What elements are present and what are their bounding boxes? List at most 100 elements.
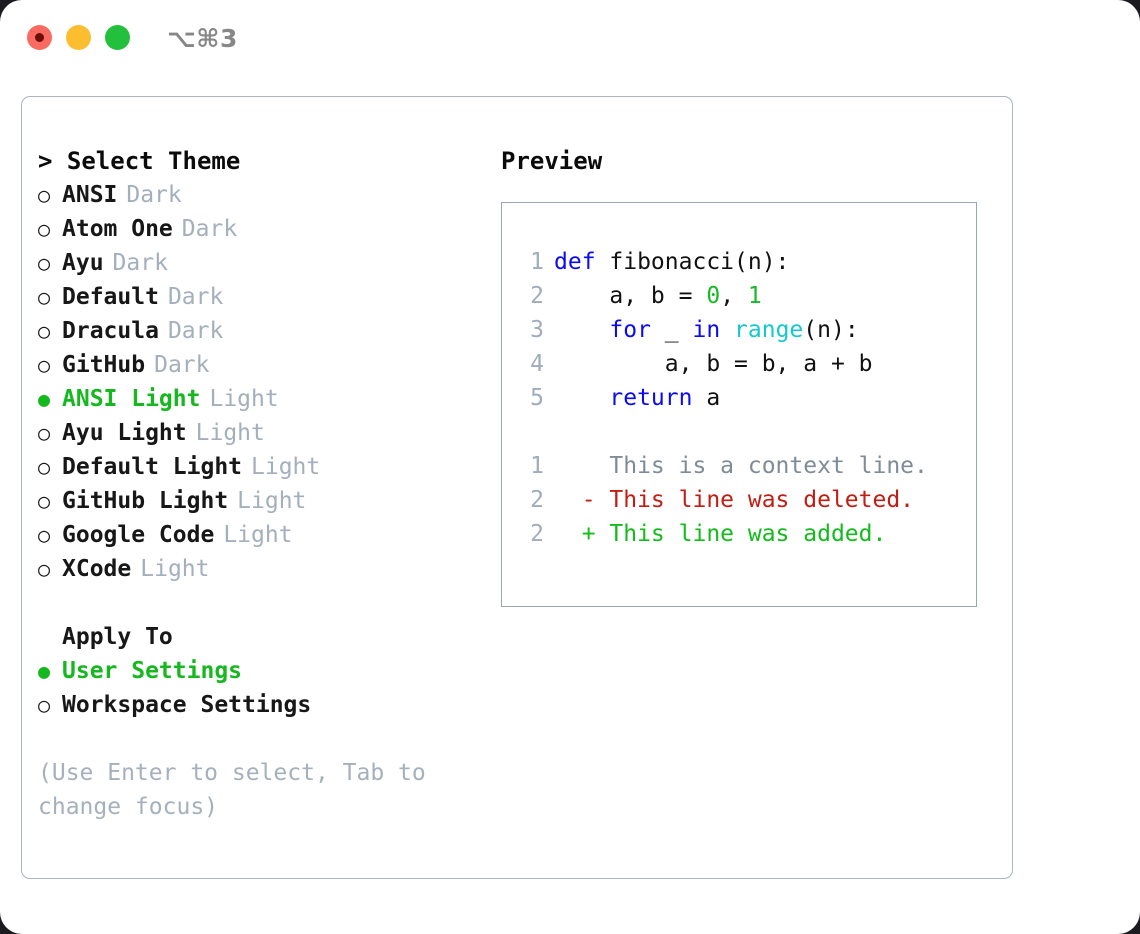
code-token: range <box>734 317 804 343</box>
theme-option-label: GitHub Light <box>62 488 229 514</box>
code-line: 5 return a <box>514 381 976 415</box>
line-number: 2 <box>530 283 544 309</box>
theme-option-label: Ayu Light <box>62 420 187 446</box>
theme-option-label: ANSI <box>62 182 118 208</box>
code-token <box>554 385 609 411</box>
theme-variant-tag: Dark <box>181 216 238 242</box>
radio-selected-icon: ● <box>38 387 51 411</box>
line-number: 2 <box>530 521 544 547</box>
diff-line: 2 + This line was added. <box>514 517 976 551</box>
theme-variant-tag: Light <box>223 522 293 548</box>
apply-to-option-label: User Settings <box>62 658 243 684</box>
apply-to-option-list[interactable]: ● User Settings ○ Workspace Settings <box>38 654 488 722</box>
theme-option-label: Default <box>62 284 159 310</box>
line-number: 3 <box>530 317 544 343</box>
code-token: a <box>692 385 721 411</box>
radio-unselected-icon: ○ <box>38 455 51 479</box>
radio-unselected-icon: ○ <box>38 217 51 241</box>
theme-option-label: XCode <box>62 556 132 582</box>
theme-variant-tag: Dark <box>126 182 182 208</box>
theme-variant-tag: Dark <box>112 250 168 276</box>
close-button[interactable] <box>27 25 52 50</box>
maximize-button[interactable] <box>105 25 130 50</box>
diff-marker: + <box>554 521 596 547</box>
hint-spacer <box>38 722 488 756</box>
code-token: (n): <box>803 317 859 343</box>
code-token: 1 <box>747 283 762 309</box>
theme-option-label: ANSI Light <box>62 386 201 412</box>
code-token: def <box>554 249 596 275</box>
theme-variant-tag: Light <box>237 488 307 514</box>
theme-option-11[interactable]: ○ XCode Light <box>38 552 488 586</box>
theme-variant-tag: Dark <box>167 318 224 344</box>
theme-variant-tag: Light <box>251 454 321 480</box>
theme-option-0[interactable]: ○ ANSI Dark <box>38 178 488 212</box>
theme-option-6[interactable]: ● ANSI Light Light <box>38 382 488 416</box>
theme-option-9[interactable]: ○ GitHub Light Light <box>38 484 488 518</box>
code-token: in <box>692 317 721 343</box>
diff-marker <box>554 453 596 479</box>
title-bar: ⌥⌘3 <box>0 0 1140 78</box>
apply-to-option-1[interactable]: ○ Workspace Settings <box>38 688 488 722</box>
diff-text: This is a context line. <box>595 453 928 479</box>
code-token <box>554 317 609 343</box>
radio-unselected-icon: ○ <box>38 251 51 275</box>
code-token: _ <box>650 317 693 343</box>
radio-selected-icon: ● <box>38 659 51 683</box>
theme-variant-tag: Light <box>195 420 265 446</box>
radio-unselected-icon: ○ <box>38 557 51 581</box>
theme-option-7[interactable]: ○ Ayu Light Light <box>38 416 488 450</box>
theme-option-label: Ayu <box>62 250 104 276</box>
minimize-button[interactable] <box>66 25 91 50</box>
radio-unselected-icon: ○ <box>38 421 51 445</box>
apply-to-option-label: Workspace Settings <box>62 692 312 718</box>
line-number: 4 <box>530 351 544 377</box>
keyboard-shortcut-label: ⌥⌘3 <box>167 24 238 53</box>
radio-unselected-icon: ○ <box>38 183 51 207</box>
diff-sample: 1 This is a context line.2 - This line w… <box>514 449 976 551</box>
diff-text: This line was deleted. <box>595 487 915 513</box>
code-line: 4 a, b = b, a + b <box>514 347 976 381</box>
code-token: 0 <box>706 283 721 309</box>
list-spacer <box>38 586 488 620</box>
theme-option-label: Google Code <box>62 522 215 548</box>
preview-heading: Preview <box>501 147 603 175</box>
preview-column: Preview 1 def fibonacci(n): 2 a, b = 0, 1 3… <box>501 144 1001 607</box>
code-line: 2 a, b = 0, 1 <box>514 279 976 313</box>
theme-option-label: GitHub <box>62 352 146 378</box>
page-title: > Select Theme <box>38 147 241 175</box>
theme-variant-tag: Light <box>209 386 279 412</box>
code-line: 1 def fibonacci(n): <box>514 245 976 279</box>
line-number: 1 <box>530 249 544 275</box>
radio-unselected-icon: ○ <box>38 693 51 717</box>
code-token: return <box>609 385 693 411</box>
radio-unselected-icon: ○ <box>38 489 51 513</box>
window-controls <box>27 25 130 50</box>
theme-option-label: Dracula <box>62 318 159 344</box>
radio-unselected-icon: ○ <box>38 353 51 377</box>
line-number: 2 <box>530 487 544 513</box>
code-token <box>720 317 734 343</box>
theme-variant-tag: Light <box>140 556 210 582</box>
code-token: , <box>720 283 748 309</box>
code-token: fibonacci(n): <box>595 249 790 275</box>
radio-unselected-icon: ○ <box>38 319 51 343</box>
diff-line: 2 - This line was deleted. <box>514 483 976 517</box>
apply-to-option-0[interactable]: ● User Settings <box>38 654 488 688</box>
code-token: a, b = <box>554 283 707 309</box>
theme-option-1[interactable]: ○ Atom One Dark <box>38 212 488 246</box>
theme-option-label: Atom One <box>62 216 173 242</box>
radio-unselected-icon: ○ <box>38 285 51 309</box>
theme-option-2[interactable]: ○ Ayu Dark <box>38 246 488 280</box>
theme-option-4[interactable]: ○ Dracula Dark <box>38 314 488 348</box>
diff-text: This line was added. <box>595 521 887 547</box>
